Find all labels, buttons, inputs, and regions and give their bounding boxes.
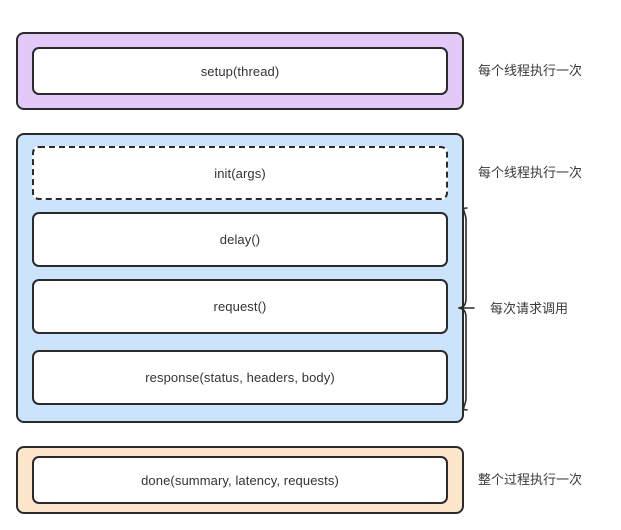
step-box-request[interactable]: request() bbox=[32, 279, 448, 334]
annotation-done: 整个过程执行一次 bbox=[478, 472, 583, 487]
step-box-setup[interactable]: setup(thread) bbox=[32, 47, 448, 95]
annotation-init: 每个线程执行一次 bbox=[478, 165, 583, 180]
step-box-delay[interactable]: delay() bbox=[32, 212, 448, 267]
annotation-setup: 每个线程执行一次 bbox=[478, 63, 583, 78]
step-box-done[interactable]: done(summary, latency, requests) bbox=[32, 456, 448, 504]
per-request-brace-icon bbox=[458, 207, 475, 411]
step-box-response[interactable]: response(status, headers, body) bbox=[32, 350, 448, 405]
annotation-per-request: 每次请求调用 bbox=[490, 301, 569, 316]
step-box-init[interactable]: init(args) bbox=[32, 146, 448, 200]
